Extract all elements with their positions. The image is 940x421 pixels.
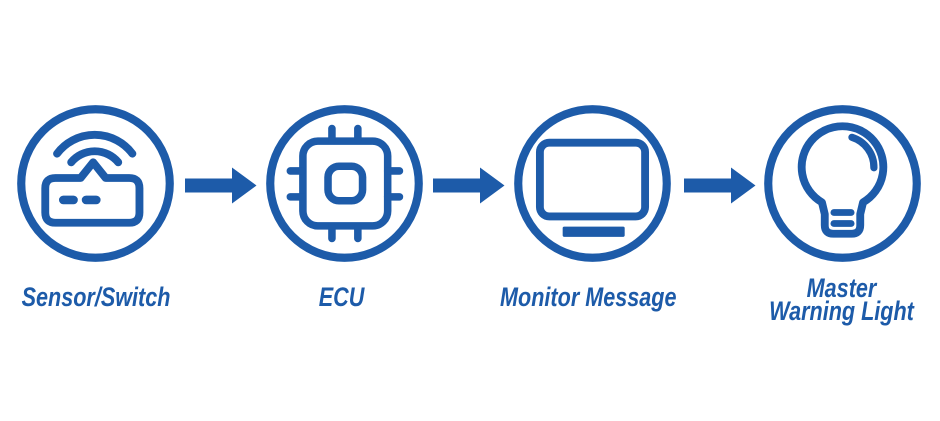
chip-core xyxy=(324,162,367,205)
arrow-right-icon xyxy=(684,167,756,204)
node-label-text: Sensor/Switch xyxy=(21,282,171,312)
light-bulb-icon xyxy=(764,105,921,262)
node-label-monitor-message: Monitor Message xyxy=(478,284,698,311)
monitor-stand xyxy=(562,226,625,237)
badge-circle xyxy=(266,105,423,262)
monitor-screen xyxy=(535,138,650,221)
chip-body xyxy=(299,137,392,230)
node-label-line-1: Master xyxy=(806,273,876,303)
monitor-screen-icon xyxy=(514,105,671,262)
sensor-body xyxy=(41,158,144,227)
node-label-ecu: ECU xyxy=(232,284,452,311)
node-label-line-2: Warning Light xyxy=(768,296,914,326)
microchip-icon xyxy=(266,105,423,262)
chip-pins xyxy=(286,124,404,243)
bulb-base-threads xyxy=(830,209,855,227)
node-label-text: Master Warning Light xyxy=(768,273,914,326)
badge-circle xyxy=(764,105,921,262)
badge-circle xyxy=(514,105,671,262)
arrow-right-icon xyxy=(433,167,505,204)
node-label-master-warning-light: Master Warning Light xyxy=(731,273,940,326)
node-label-text: Monitor Message xyxy=(500,282,677,312)
badge-circle xyxy=(17,105,174,262)
arrow-right-icon xyxy=(185,167,257,204)
bulb-shine-arc xyxy=(848,133,878,172)
bulb-body xyxy=(797,122,888,238)
node-label-text: ECU xyxy=(319,282,365,312)
wireless-sensor-icon xyxy=(17,105,174,262)
wifi-waves xyxy=(53,130,137,167)
node-label-sensor-switch: Sensor/Switch xyxy=(0,284,206,311)
